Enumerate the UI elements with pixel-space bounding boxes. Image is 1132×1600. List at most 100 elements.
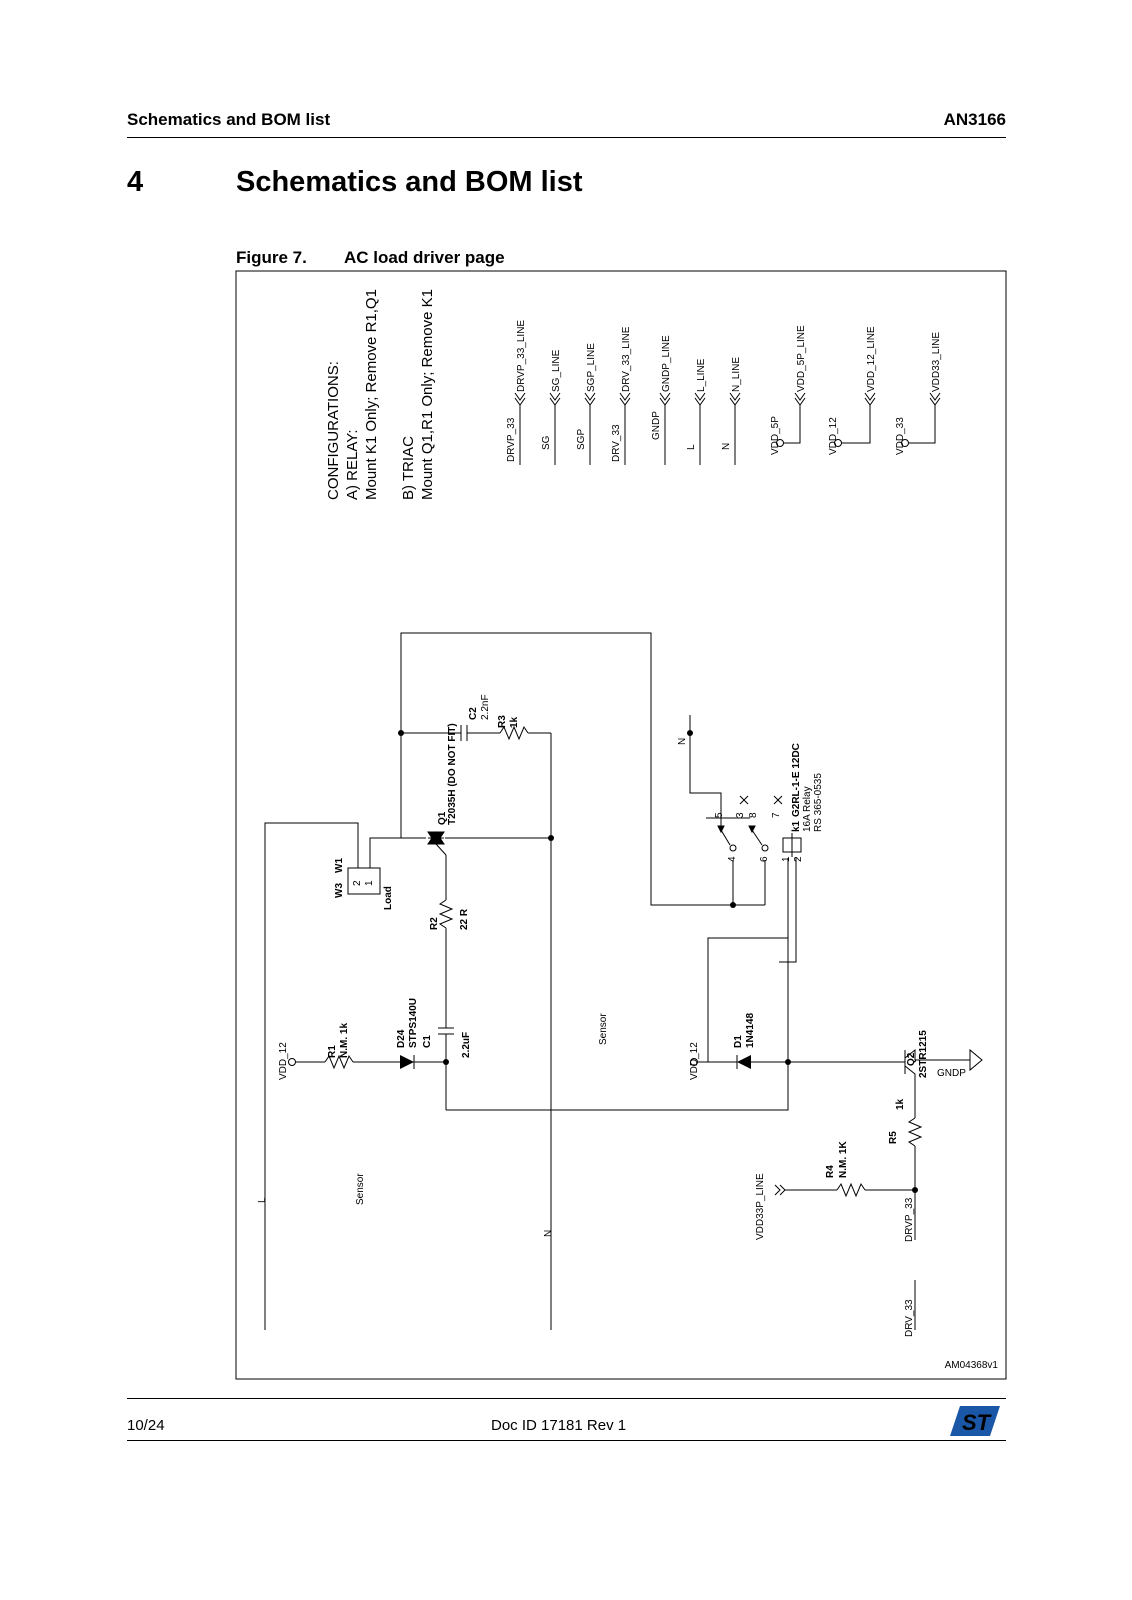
net-line-label: VDD_12_LINE: [866, 326, 877, 392]
k1-rs: RS 365-0535: [813, 773, 824, 832]
k1-pin3: 3: [735, 812, 746, 818]
net-label: SG: [541, 435, 552, 450]
c1-ref: C1: [422, 1035, 433, 1048]
net-label: VDD_33: [895, 417, 906, 455]
k1-pin6: 6: [759, 856, 770, 862]
k1-desc: 16A Relay: [802, 786, 813, 832]
diode-d24: [400, 1055, 415, 1069]
drv33-label: DRV_33: [904, 1299, 915, 1337]
r1-ref: R1: [327, 1045, 338, 1058]
r5-ref: R5: [888, 1131, 899, 1144]
q2-ref: Q2: [906, 1052, 917, 1066]
net-connectors: DRVP_33 DRVP_33_LINE SG SG_LINE SGP SGP_…: [506, 320, 942, 465]
d24-value: STPS140U: [408, 998, 419, 1048]
l-net-label: L: [257, 1197, 268, 1203]
net-vdd33: VDD_33 VDD33_LINE: [895, 332, 942, 455]
net-label: DRV_33: [611, 424, 622, 462]
r3-ref: R3: [497, 715, 508, 728]
header-rule: [127, 137, 1006, 138]
figure-ref: AM04368v1: [945, 1360, 999, 1371]
net-drvp33: DRVP_33 DRVP_33_LINE: [506, 320, 527, 465]
k1-pin5: 5: [714, 812, 725, 818]
footer-rule-bottom: [127, 1440, 1006, 1441]
config-a-body: Mount K1 Only; Remove R1,Q1: [363, 289, 380, 500]
relay-k1: [706, 795, 802, 857]
section-title: Schematics and BOM list: [236, 166, 583, 198]
k1-pin8: 8: [748, 812, 759, 818]
r3-value: 1k: [509, 716, 520, 728]
net-drv33: DRV_33 DRV_33_LINE: [611, 326, 632, 465]
d24-ref: D24: [396, 1029, 407, 1048]
r4-value: N.M. 1K: [838, 1141, 849, 1178]
net-line-label: DRVP_33_LINE: [516, 320, 527, 392]
wires: [264, 632, 970, 1330]
n-net-label: N: [543, 1230, 554, 1237]
triac-q1: [427, 831, 447, 856]
running-header-title: Schematics and BOM list: [127, 110, 331, 129]
vdd12-terminal: [288, 1058, 296, 1066]
figure-frame: [235, 270, 1007, 1380]
section-number: 4: [127, 166, 144, 198]
k1-ref: k1: [791, 820, 802, 832]
gndp-label: GNDP: [937, 1068, 966, 1079]
st-logo-text: ST: [962, 1410, 992, 1435]
sensor-label: Sensor: [355, 1173, 366, 1205]
load-label: Load: [383, 886, 394, 910]
junction-dots: [398, 730, 918, 1193]
config-title: CONFIGURATIONS:: [325, 361, 342, 500]
vdd33p-connector: [774, 1184, 786, 1196]
d1-value: 1N4148: [745, 1013, 756, 1048]
figure-title: AC load driver page: [344, 248, 505, 267]
configuration-note: CONFIGURATIONS: A) RELAY: Mount K1 Only;…: [325, 289, 436, 500]
vdd12-terminal: [690, 1058, 698, 1066]
net-line-label: VDD33_LINE: [931, 332, 942, 392]
r1-value: N.M. 1k: [339, 1023, 350, 1058]
figure-label: Figure 7.: [236, 248, 307, 267]
r2-ref: R2: [429, 917, 440, 930]
doc-id: Doc ID 17181 Rev 1: [491, 1417, 627, 1434]
n-net-label: N: [677, 738, 688, 745]
net-label: SGP: [576, 429, 587, 450]
net-label: DRVP_33: [506, 417, 517, 462]
load-pin2: 2: [352, 880, 363, 886]
net-n: N N_LINE: [721, 357, 742, 465]
net-line-label: N_LINE: [731, 357, 742, 392]
net-line-label: SG_LINE: [551, 349, 562, 392]
sensor-label: Sensor: [598, 1013, 609, 1045]
w1-label: W1: [334, 858, 345, 873]
r4-ref: R4: [825, 1165, 836, 1178]
r2-value: 22 R: [459, 908, 470, 930]
c1-value: 2.2uF: [461, 1032, 472, 1058]
q1-value: T2035H (DO NOT FIT): [447, 723, 458, 825]
d1-ref: D1: [733, 1035, 744, 1048]
drvp33-label: DRVP_33: [904, 1197, 915, 1242]
k1-pin1: 1: [781, 856, 792, 862]
config-b-head: B) TRIAC: [400, 436, 417, 500]
running-header-docnum: AN3166: [943, 110, 1006, 129]
net-label: VDD_5P: [770, 416, 781, 455]
k1-pin7: 7: [771, 812, 782, 818]
k1-pin4: 4: [727, 856, 738, 862]
component-labels: Q1 T2035H (DO NOT FIT) C2 2.2nF R3 1k W3…: [257, 694, 966, 1337]
net-sgp: SGP SGP_LINE: [576, 343, 597, 465]
k1-value: G2RL-1-E 12DC: [791, 743, 802, 817]
r5-value: 1k: [895, 1098, 906, 1110]
net-label: GNDP: [651, 411, 662, 440]
config-a-head: A) RELAY:: [344, 429, 361, 500]
net-vdd12: VDD_12 VDD_12_LINE: [828, 326, 877, 455]
load-connector: [347, 867, 381, 895]
net-label: N: [721, 443, 732, 450]
q1-ref: Q1: [437, 811, 448, 825]
k1-pin2: 2: [793, 856, 804, 862]
load-pin1: 1: [364, 880, 375, 886]
net-vdd5p: VDD_5P VDD_5P_LINE: [770, 325, 807, 455]
net-l: L L_LINE: [686, 358, 707, 465]
gndp-symbol: [969, 1048, 983, 1072]
net-line-label: VDD_5P_LINE: [796, 325, 807, 392]
net-gndp: GNDP GNDP_LINE: [651, 335, 672, 465]
c2-value: 2.2nF: [480, 694, 491, 720]
vdd12-right-label: VDD_12: [689, 1042, 700, 1080]
page-number: 10/24: [127, 1417, 165, 1434]
st-logo: ST: [950, 1404, 1002, 1438]
